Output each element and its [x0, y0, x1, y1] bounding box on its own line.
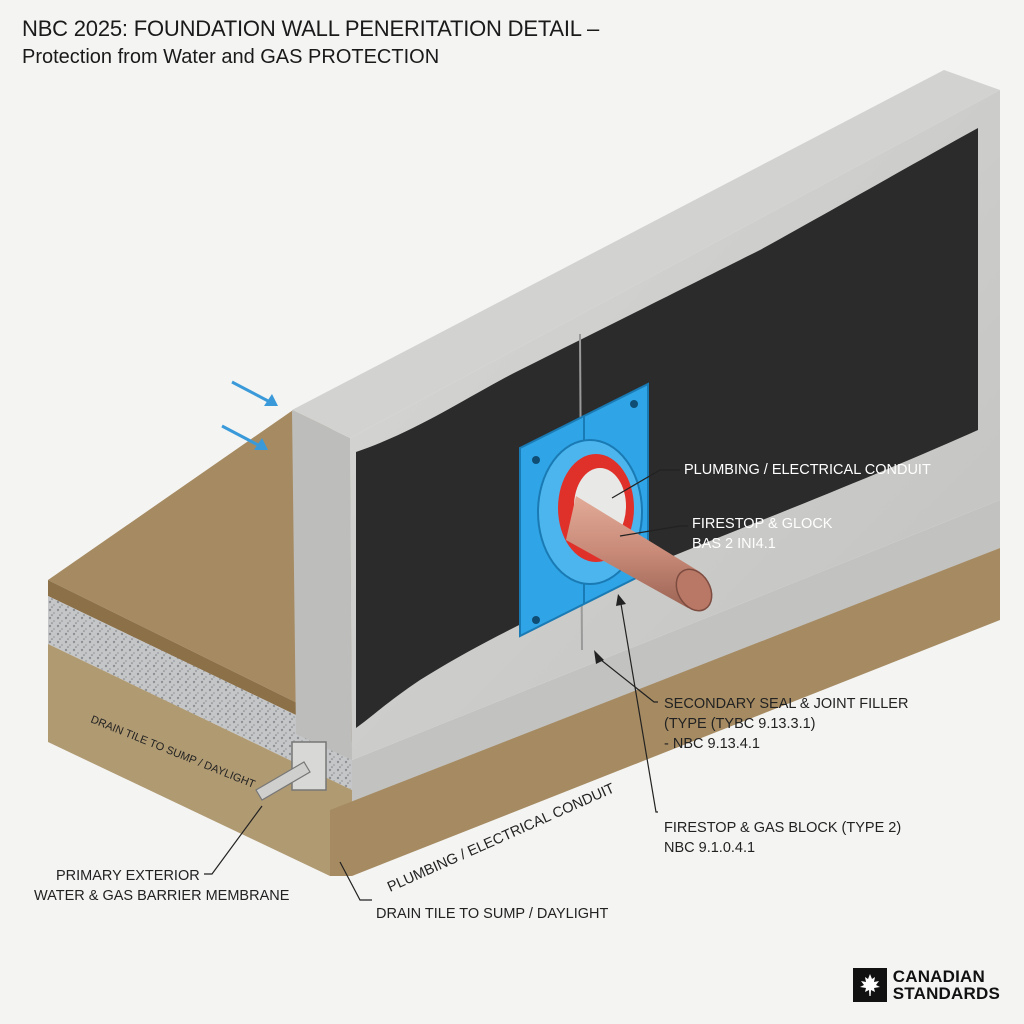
leader-line	[204, 805, 263, 875]
logo-text: CANADIAN STANDARDS	[893, 968, 1000, 1002]
leader-line	[619, 597, 658, 813]
leader-line	[619, 525, 688, 537]
brand-logo: CANADIAN STANDARDS	[852, 968, 1000, 1002]
footing-front	[352, 500, 1000, 810]
label-firestop-upper-line1: FIRESTOP & GLOCK	[692, 516, 833, 532]
leader-line	[595, 655, 658, 703]
soil-layer-top	[48, 580, 352, 742]
gravel-layer	[48, 596, 352, 790]
leader-line	[611, 469, 680, 499]
label-primary-line2: WATER & GAS BARRIER MEMBRANE	[34, 888, 290, 904]
flange-bolt	[532, 616, 540, 624]
label-firestop-lower-line1: FIRESTOP & GAS BLOCK (TYPE 2)	[664, 820, 901, 836]
page-title: NBC 2025: FOUNDATION WALL PENERITATION D…	[22, 16, 599, 41]
logo-line1: CANADIAN	[892, 967, 985, 986]
footing-soil-band	[330, 548, 1000, 876]
leader-line	[339, 861, 372, 901]
label-secondary-seal-line2: (TYPE (TYBC 9.13.3.1)	[664, 716, 816, 732]
drain-tile-pipe	[255, 761, 311, 801]
leader-arrowhead	[594, 650, 604, 664]
wall-top	[292, 70, 1000, 438]
leader-arrowhead	[616, 594, 626, 606]
flange-bolt	[630, 400, 638, 408]
flange-bolt	[532, 456, 540, 464]
water-arrow-icon	[231, 380, 278, 406]
soil-top	[48, 408, 352, 730]
page-subtitle: Protection from Water and GAS PROTECTION	[22, 46, 440, 68]
conduit-pipe-end	[675, 568, 713, 612]
maple-leaf-icon	[852, 968, 887, 1002]
label-primary-line1: PRIMARY EXTERIOR	[56, 868, 200, 884]
water-arrow-icon	[221, 424, 268, 450]
wall-side-face	[292, 410, 352, 760]
label-conduit-upper: PLUMBING / ELECTRICAL CONDUIT	[684, 462, 931, 478]
label-firestop-upper-line2: BAS 2 INI4.1	[692, 536, 776, 552]
label-firestop-lower-line2: NBC 9.1.0.4.1	[664, 840, 755, 856]
conduit-pipe	[566, 496, 700, 608]
logo-line2: STANDARDS	[892, 984, 1000, 1003]
label-drain-bottom: DRAIN TILE TO SUMP / DAYLIGHT	[376, 906, 608, 922]
primary-membrane	[356, 128, 978, 728]
label-secondary-seal-line3: - NBC 9.13.4.1	[664, 736, 760, 752]
label-secondary-seal-line1: SECONDARY SEAL & JOINT FILLER	[664, 696, 908, 712]
soil-lower-layer	[48, 644, 352, 876]
